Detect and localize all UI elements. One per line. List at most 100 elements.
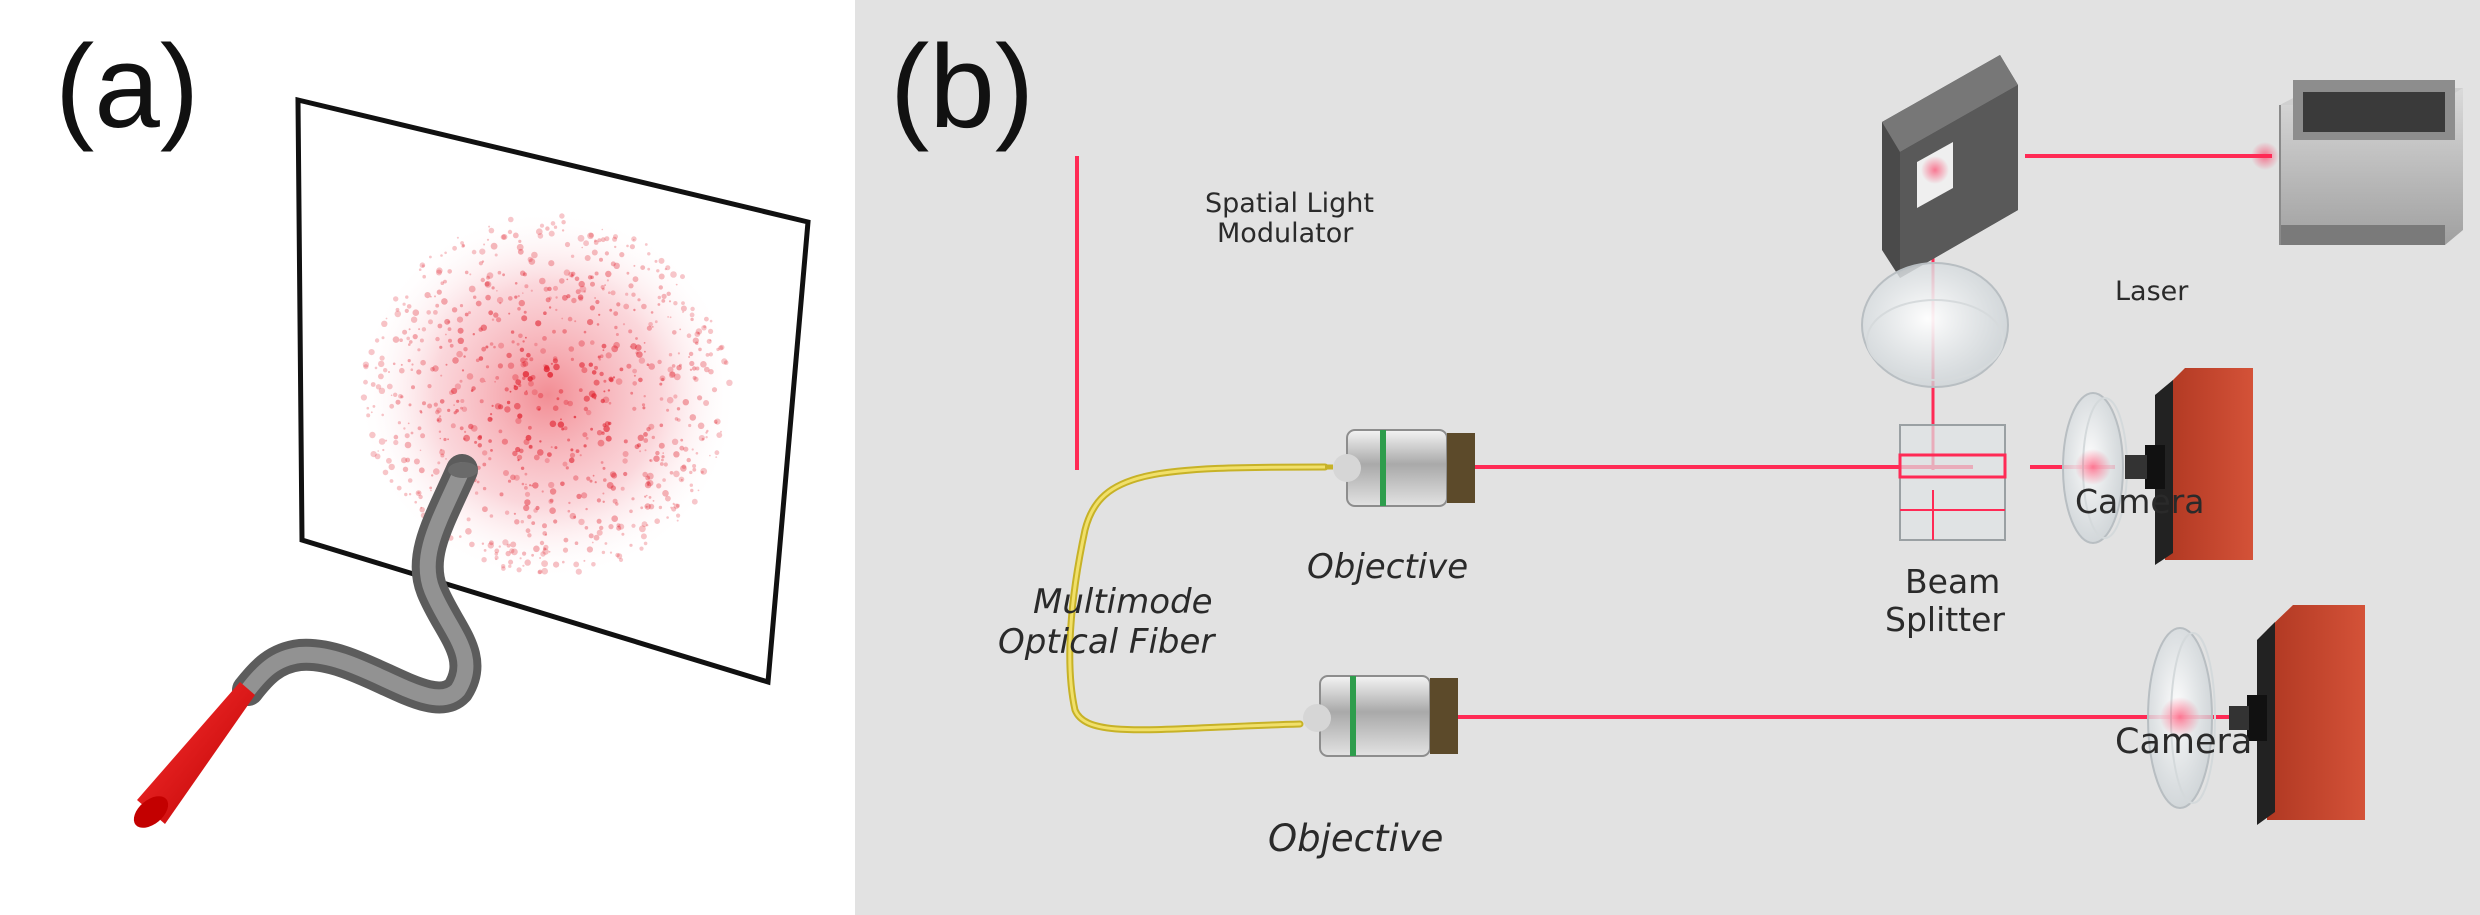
speckle-dot <box>596 323 600 326</box>
speckle-dot <box>485 365 490 369</box>
speckle-dot <box>466 517 471 522</box>
speckle-dot <box>575 289 581 295</box>
speckle-dot <box>719 344 725 350</box>
speckle-dot <box>544 458 550 464</box>
speckle-dot <box>639 450 642 453</box>
speckle-dot <box>573 515 577 519</box>
speckle-dot <box>558 389 564 394</box>
speckle-dot <box>633 374 636 377</box>
speckle-dot <box>709 454 711 457</box>
speckle-dot <box>641 303 647 310</box>
speckle-dot <box>514 282 518 285</box>
laser <box>2279 80 2463 245</box>
speckle-dot <box>638 357 646 364</box>
speckle-dot <box>648 322 653 327</box>
speckle-dot <box>498 342 505 349</box>
speckle-dot <box>404 492 408 497</box>
speckle-dot <box>366 413 371 418</box>
speckle-dot <box>420 411 423 414</box>
speckle-dot <box>566 294 571 299</box>
speckle-dot <box>490 242 498 250</box>
speckle-dot <box>366 406 370 410</box>
speckle-dot <box>459 379 463 383</box>
speckle-dot <box>393 392 398 397</box>
speckle-dot <box>516 342 520 346</box>
speckle-dot <box>460 399 465 403</box>
speckle-dot <box>669 471 674 475</box>
speckle-dot <box>417 348 421 352</box>
speckle-dot <box>491 286 495 290</box>
speckle-dot <box>452 357 459 364</box>
speckle-dot <box>655 450 660 456</box>
speckle-dot <box>629 345 632 348</box>
speckle-dot <box>484 380 486 383</box>
speckle-dot <box>677 352 681 355</box>
speckle-dot <box>646 472 654 480</box>
speckle-dot <box>543 544 549 550</box>
speckle-dot <box>421 264 425 268</box>
speckle-dot <box>403 427 406 430</box>
speckle-dot <box>370 411 373 414</box>
speckle-dot <box>641 521 648 528</box>
speckle-dot <box>605 352 612 359</box>
speckle-dot <box>485 294 491 301</box>
speckle-dot <box>476 480 480 484</box>
speckle-dot <box>464 270 469 275</box>
speckle-dot <box>549 488 557 495</box>
speckle-dot <box>709 339 712 342</box>
speckle-dot <box>525 390 528 392</box>
speckle-dot <box>640 533 647 540</box>
speckle-dot <box>481 557 487 563</box>
speckle-dot <box>653 455 660 462</box>
speckle-dot <box>511 340 515 344</box>
speckle-dot <box>568 501 571 505</box>
speckle-dot <box>697 395 703 401</box>
speckle-dot <box>563 537 569 543</box>
speckle-dot <box>439 345 443 349</box>
speckle-dot <box>515 379 522 385</box>
speckle-dot <box>593 240 599 245</box>
speckle-dot <box>398 394 403 399</box>
speckle-dot <box>404 433 410 439</box>
speckle-dot <box>691 448 694 451</box>
speckle-dot <box>578 388 583 392</box>
speckle-dot <box>488 225 491 228</box>
speckle-dot <box>436 267 443 274</box>
speckle-dot <box>556 397 560 401</box>
speckle-dot <box>411 385 415 390</box>
speckle-dot <box>497 270 502 275</box>
speckle-dot <box>552 329 556 334</box>
speckle-dot <box>616 553 623 559</box>
speckle-dot <box>484 281 492 288</box>
speckle-dot <box>481 260 485 263</box>
speckle-dot <box>644 495 647 498</box>
speckle-dot <box>524 491 531 497</box>
speckle-dot <box>568 346 575 352</box>
speckle-dot <box>535 505 540 511</box>
speckle-dot <box>601 343 607 349</box>
speckle-dot <box>497 363 503 369</box>
speckle-dot <box>583 444 587 448</box>
speckle-dot <box>440 448 442 451</box>
speckle-dot <box>691 498 698 505</box>
speckle-dot <box>670 506 673 509</box>
speckle-dot <box>601 550 606 555</box>
speckle-dot <box>386 383 393 390</box>
speckle-dot <box>539 223 545 228</box>
speckle-dot <box>570 357 575 361</box>
speckle-dot <box>369 431 376 439</box>
speckle-dot <box>484 281 490 287</box>
speckle-dot <box>389 403 395 409</box>
speckle-dot <box>610 485 616 491</box>
speckle-dot <box>444 251 447 255</box>
speckle-dot <box>613 262 620 269</box>
speckle-dot <box>570 254 575 258</box>
speckle-dot <box>433 402 438 407</box>
speckle-dot <box>674 417 679 421</box>
speckle-dot <box>433 468 440 475</box>
speckle-dot <box>514 295 518 299</box>
label-camera-top: Camera <box>2075 482 2205 521</box>
speckle-dot <box>547 286 552 292</box>
speckle-dot <box>488 227 495 234</box>
speckle-dot <box>496 317 502 323</box>
